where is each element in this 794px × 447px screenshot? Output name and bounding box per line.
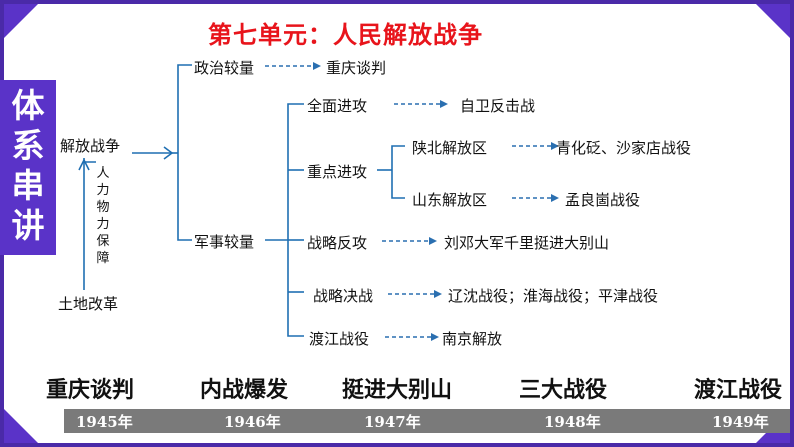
corner-decoration <box>4 409 38 443</box>
juezhan-result: 辽沈战役；淮海战役；平津战役 <box>448 287 659 305</box>
timeline-event: 内战爆发 <box>200 378 289 403</box>
arrowhead <box>313 62 321 70</box>
arrowhead <box>434 290 442 298</box>
arrowhead <box>551 142 559 150</box>
arrowhead <box>551 194 559 202</box>
dujiang-result: 南京解放 <box>442 330 503 348</box>
arrowhead <box>431 333 439 341</box>
political-result: 重庆谈判 <box>326 59 387 77</box>
zhongdian-node: 重点进攻 <box>307 163 368 181</box>
timeline-year: 1949年 <box>712 413 769 431</box>
corner-decoration <box>4 4 38 38</box>
timeline-year: 1947年 <box>364 413 421 431</box>
timeline-event: 挺进大别山 <box>342 378 453 403</box>
military-node: 军事较量 <box>194 233 255 251</box>
timeline-bar <box>64 409 790 433</box>
main-bracket <box>177 64 192 241</box>
shanbei-result: 青化砭、沙家店战役 <box>556 139 692 157</box>
land-reform-node: 土地改革 <box>58 295 119 313</box>
fangong-result: 刘邓大军千里挺进大别山 <box>444 234 610 252</box>
timeline-year: 1946年 <box>224 413 281 431</box>
support-arrowhead <box>78 158 90 171</box>
timeline-year: 1945年 <box>76 413 133 431</box>
shandong-result: 孟良崮战役 <box>565 191 641 209</box>
fangong-node: 战略反攻 <box>307 234 368 252</box>
dujiang-node: 渡江战役 <box>309 330 370 348</box>
arrowhead <box>440 100 448 108</box>
timeline-event: 三大战役 <box>519 378 608 403</box>
shandong-node: 山东解放区 <box>412 191 488 209</box>
quanmian-node: 全面进攻 <box>307 97 368 115</box>
unit-title: 第七单元：人民解放战争 <box>208 21 483 49</box>
quanmian-result: 自卫反击战 <box>460 97 536 115</box>
juezhan-node: 战略决战 <box>313 287 374 305</box>
timeline-event: 重庆谈判 <box>46 378 135 403</box>
side-tab <box>0 80 56 255</box>
military-bracket <box>287 103 304 337</box>
political-node: 政治较量 <box>194 59 255 77</box>
side-label: 体系串讲 <box>11 86 45 245</box>
timeline-year: 1948年 <box>544 413 601 431</box>
arrowhead <box>429 237 437 245</box>
shanbei-node: 陕北解放区 <box>412 139 488 157</box>
corner-decoration <box>756 4 790 38</box>
zhongdian-bracket <box>391 145 405 199</box>
support-label: 人力物力保障 <box>96 166 110 266</box>
root-node: 解放战争 <box>60 137 121 155</box>
timeline-event: 渡江战役 <box>694 378 783 403</box>
